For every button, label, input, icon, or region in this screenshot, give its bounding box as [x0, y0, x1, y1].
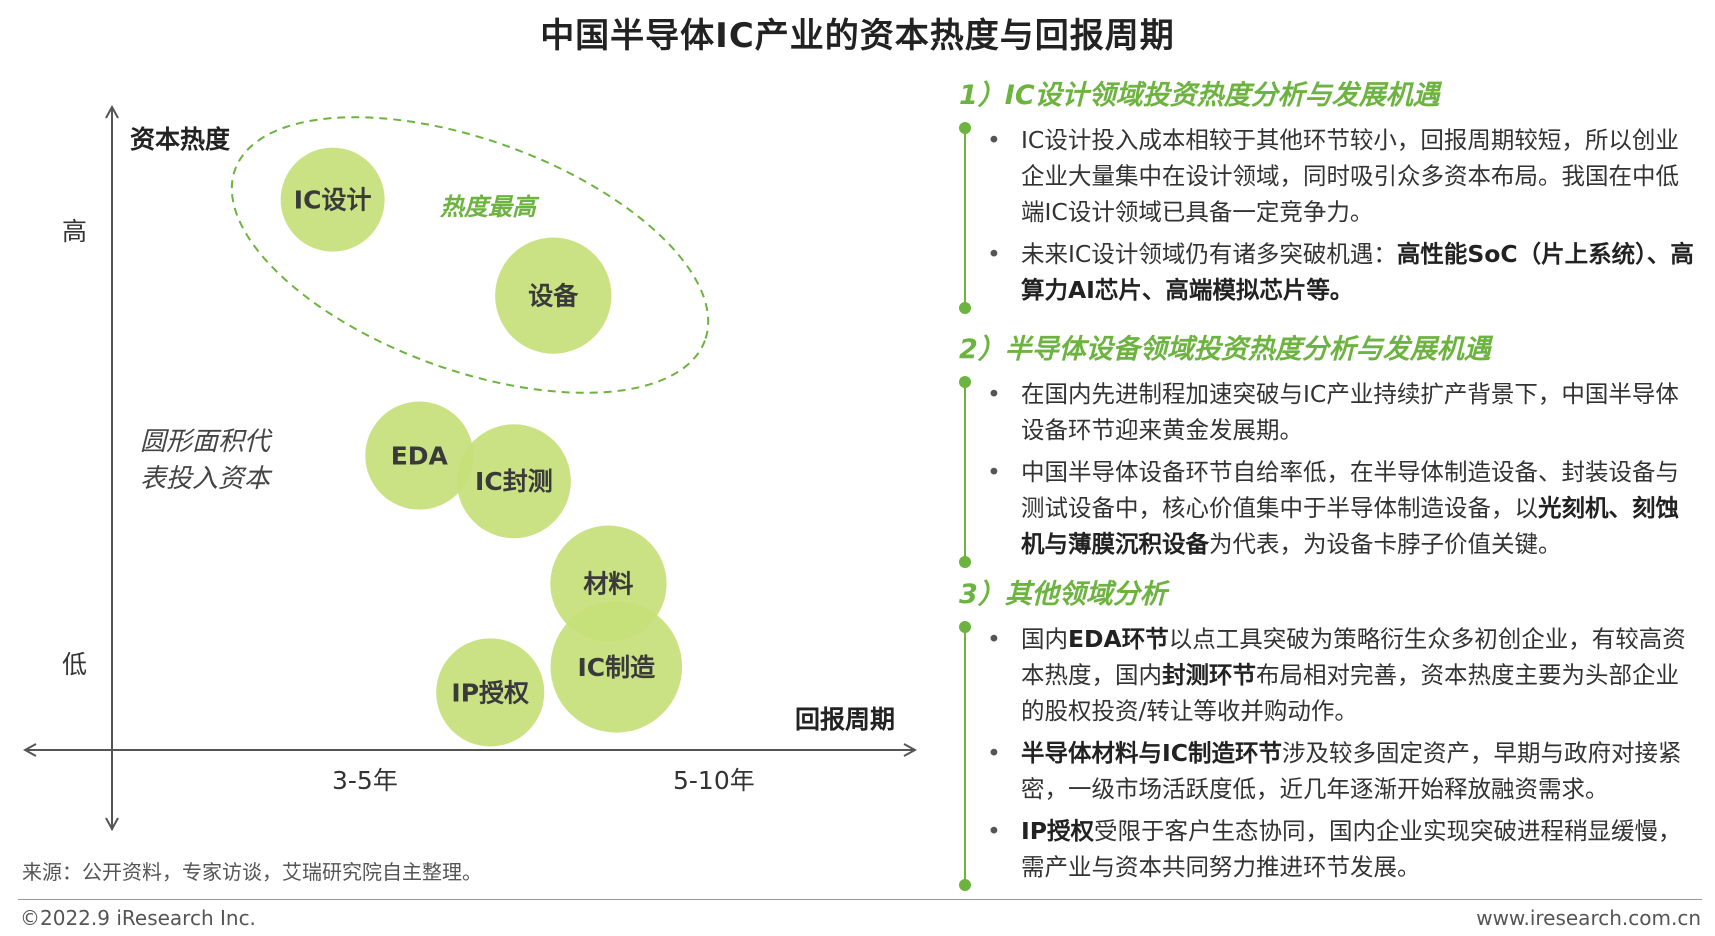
copyright: ©2022.9 iResearch Inc.	[20, 906, 256, 930]
bullet-item: 在国内先进制程加速突破与IC产业持续扩产背景下，中国半导体设备环节迎来黄金发展期…	[955, 376, 1700, 448]
bullet-bold-text: 高性能SoC（片上系统）、高算力AI芯片、高端模拟芯片等。	[1021, 240, 1694, 304]
chart-title: 中国半导体IC产业的资本热度与回报周期	[540, 16, 1175, 56]
bubble-3	[456, 424, 571, 539]
bullet-bold-text: 封测环节	[1162, 661, 1256, 689]
x-tick-5-10: 5-10年	[673, 766, 755, 795]
bullet-text: 中国半导体设备环节自给率低，在半导体制造设备、封装设备与测试设备中，核心价值集中…	[1021, 458, 1679, 522]
y-axis-title: 资本热度	[130, 125, 230, 154]
bullet-text: 国内	[1021, 625, 1068, 653]
bullet-text: 涉及较多固定资产，早期与政府对接紧密，一级市场活跃度低，近几年逐渐开始释放融资需…	[1021, 739, 1682, 803]
bullet-bold-text: IP授权	[1021, 817, 1094, 845]
bullet-text: 以点工具突破为策略衍生众多初创企业，有较高资本热度，国内	[1021, 625, 1686, 689]
section-body: IC设计投入成本相较于其他环节较小，回报周期较短，所以创业企业大量集中在设计领域…	[955, 122, 1700, 314]
bullet-item: 国内EDA环节以点工具突破为策略衍生众多初创企业，有较高资本热度，国内封测环节布…	[955, 621, 1700, 729]
section-equipment: 2）半导体设备领域投资热度分析与发展机遇 在国内先进制程加速突破与IC产业持续扩…	[955, 327, 1700, 568]
bullet-item: IP授权受限于客户生态协同，国内企业实现突破进程稍显缓慢，需产业与资本共同努力推…	[955, 813, 1700, 885]
bubble-label-0: IC设计	[294, 186, 372, 215]
bubble-5	[550, 601, 683, 733]
bubble-label-4: 材料	[583, 570, 633, 599]
bullet-text: 为代表，为设备卡脖子价值关键。	[1209, 530, 1562, 558]
bullet-item: 未来IC设计领域仍有诸多突破机遇：高性能SoC（片上系统）、高算力AI芯片、高端…	[955, 236, 1700, 308]
bubble-label-1: 设备	[528, 282, 579, 311]
bullet-text: 布局相对完善，资本热度主要为头部企业的股权投资/转让等收并购动作。	[1021, 661, 1679, 725]
bubble-label-5: IC制造	[577, 653, 655, 682]
footer-divider	[18, 899, 1702, 900]
section-ic-design: 1）IC设计领域投资热度分析与发展机遇 IC设计投入成本相较于其他环节较小，回报…	[955, 73, 1700, 314]
bubble-0	[280, 147, 385, 252]
bubble-label-2: EDA	[391, 442, 449, 471]
bullet-text: 受限于客户生态协同，国内企业实现突破进程稍显缓慢，需产业与资本共同努力推进环节发…	[1021, 817, 1682, 881]
size-note-line1: 圆形面积代	[140, 427, 273, 457]
hot-zone-label: 热度最高	[439, 193, 540, 221]
hot-zone-ellipse	[230, 116, 710, 394]
bubble-6	[436, 638, 545, 747]
bullet-item: IC设计投入成本相较于其他环节较小，回报周期较短，所以创业企业大量集中在设计领域…	[955, 122, 1700, 230]
bullet-bold-text: 光刻机、刻蚀机与薄膜沉积设备	[1021, 494, 1679, 558]
section-other: 3）其他领域分析 国内EDA环节以点工具突破为策略衍生众多初创企业，有较高资本热…	[955, 572, 1700, 891]
x-tick-3-5: 3-5年	[332, 766, 398, 795]
bubble-2	[365, 401, 474, 510]
bubble-label-3: IC封测	[475, 467, 553, 496]
section-body: 国内EDA环节以点工具突破为策略衍生众多初创企业，有较高资本热度，国内封测环节布…	[955, 621, 1700, 891]
bullet-text: 未来IC设计领域仍有诸多突破机遇：	[1021, 240, 1397, 268]
bullet-item: 半导体材料与IC制造环节涉及较多固定资产，早期与政府对接紧密，一级市场活跃度低，…	[955, 735, 1700, 807]
website-link[interactable]: www.iresearch.com.cn	[1476, 906, 1701, 930]
y-tick-low: 低	[62, 650, 87, 679]
section-heading: 3）其他领域分析	[959, 579, 1167, 610]
bubble-label-6: IP授权	[451, 678, 529, 707]
bullet-text: 在国内先进制程加速突破与IC产业持续扩产背景下，中国半导体设备环节迎来黄金发展期…	[1021, 380, 1679, 444]
bullet-text: IC设计投入成本相较于其他环节较小，回报周期较短，所以创业企业大量集中在设计领域…	[1021, 126, 1679, 226]
x-axis-title: 回报周期	[795, 705, 895, 734]
source-note: 来源：公开资料，专家访谈，艾瑞研究院自主整理。	[22, 860, 482, 884]
bubble-1	[495, 237, 612, 354]
bullet-bold-text: 半导体材料与IC制造环节	[1021, 739, 1282, 767]
bullet-item: 中国半导体设备环节自给率低，在半导体制造设备、封装设备与测试设备中，核心价值集中…	[955, 454, 1700, 562]
section-body: 在国内先进制程加速突破与IC产业持续扩产背景下，中国半导体设备环节迎来黄金发展期…	[955, 376, 1700, 568]
section-heading: 2）半导体设备领域投资热度分析与发展机遇	[959, 334, 1491, 365]
section-heading: 1）IC设计领域投资热度分析与发展机遇	[959, 80, 1440, 111]
y-tick-high: 高	[62, 217, 87, 246]
size-note-line2: 表投入资本	[140, 464, 273, 494]
bullet-bold-text: EDA环节	[1068, 625, 1169, 653]
